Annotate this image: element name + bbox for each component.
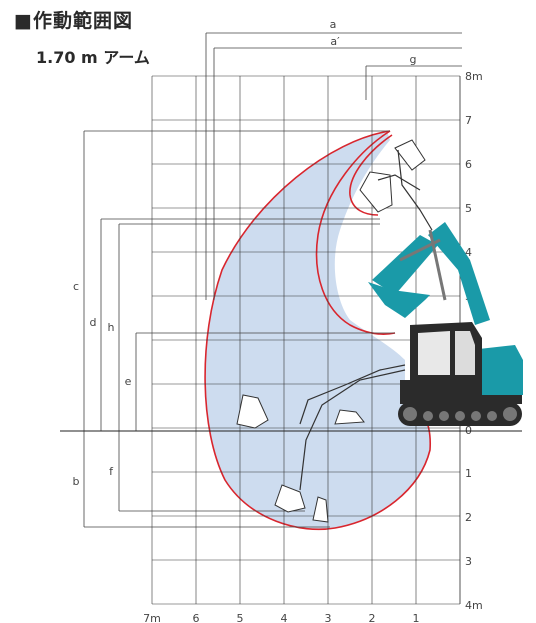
inner-envelope-outline (315, 130, 396, 335)
right-axis-label-5: 5 (465, 202, 472, 215)
dimension-lines (83, 32, 462, 528)
bottom-axis-label-3: 3 (325, 612, 332, 623)
bucket-positions (236, 139, 426, 523)
arm-length-subtitle: 1.70 m アーム (36, 48, 150, 67)
right-axis-label-below-4m: 4m (465, 599, 483, 612)
dimension-label-c: c (73, 280, 79, 293)
dimension-label-g: g (410, 53, 417, 66)
bottom-axis-label-5: 5 (237, 612, 244, 623)
right-axis-label-below-3: 3 (465, 555, 472, 568)
arm-cylinder (399, 238, 441, 262)
dimension-label-h: h (108, 321, 115, 334)
right-axis-label-4: 4 (465, 246, 472, 259)
arm-ghost-high (397, 149, 433, 231)
bucket-dig-deep (274, 484, 306, 513)
dimension-label-b: b (73, 475, 80, 488)
dimension-label-a: a (330, 18, 337, 31)
bottom-axis-label-4: 4 (281, 612, 288, 623)
track-rollers (403, 407, 517, 421)
boom (428, 222, 490, 325)
arm (372, 235, 438, 295)
dimension-label-e: e (125, 375, 132, 388)
right-axis-label-6: 6 (465, 158, 472, 171)
right-axis-label-7: 7 (465, 114, 472, 127)
counterweight (470, 345, 523, 395)
bottom-axis-label-2: 2 (369, 612, 376, 623)
bucket (368, 282, 430, 318)
excavator (368, 222, 523, 426)
bottom-axis-label-7m: 7m (143, 612, 161, 623)
bucket-ground-mid (334, 409, 365, 425)
arm-ghost-high-2 (377, 174, 421, 191)
boom-cylinder (428, 229, 447, 301)
right-axis-label-below-1: 1 (465, 467, 472, 480)
bucket-top (359, 171, 393, 213)
dimension-label-d: d (90, 316, 97, 329)
reach-envelope-fill (205, 131, 431, 530)
arm-positions (299, 149, 433, 491)
page-title: ■作動範囲図 (14, 10, 133, 32)
bucket-dig-bottom (312, 496, 329, 523)
right-axis-label-below-2: 2 (465, 511, 472, 524)
right-axis-label-8m: 8m (465, 70, 483, 83)
cab-window-side (455, 331, 475, 375)
bottom-axis-label-1: 1 (413, 612, 420, 623)
arm-ghost-ground (299, 364, 406, 425)
working-envelope (204, 130, 431, 531)
dimension-label-a-prime: a′ (330, 35, 340, 48)
bucket-top-high (394, 139, 426, 171)
bucket-low-far (236, 394, 269, 429)
near-envelope-outline (349, 134, 393, 216)
reach-envelope-outline (204, 130, 431, 531)
arm-ghost-deep (299, 369, 406, 491)
bottom-axis-label-6: 6 (193, 612, 200, 623)
dimension-label-f: f (109, 465, 114, 478)
cab-window (418, 331, 450, 375)
